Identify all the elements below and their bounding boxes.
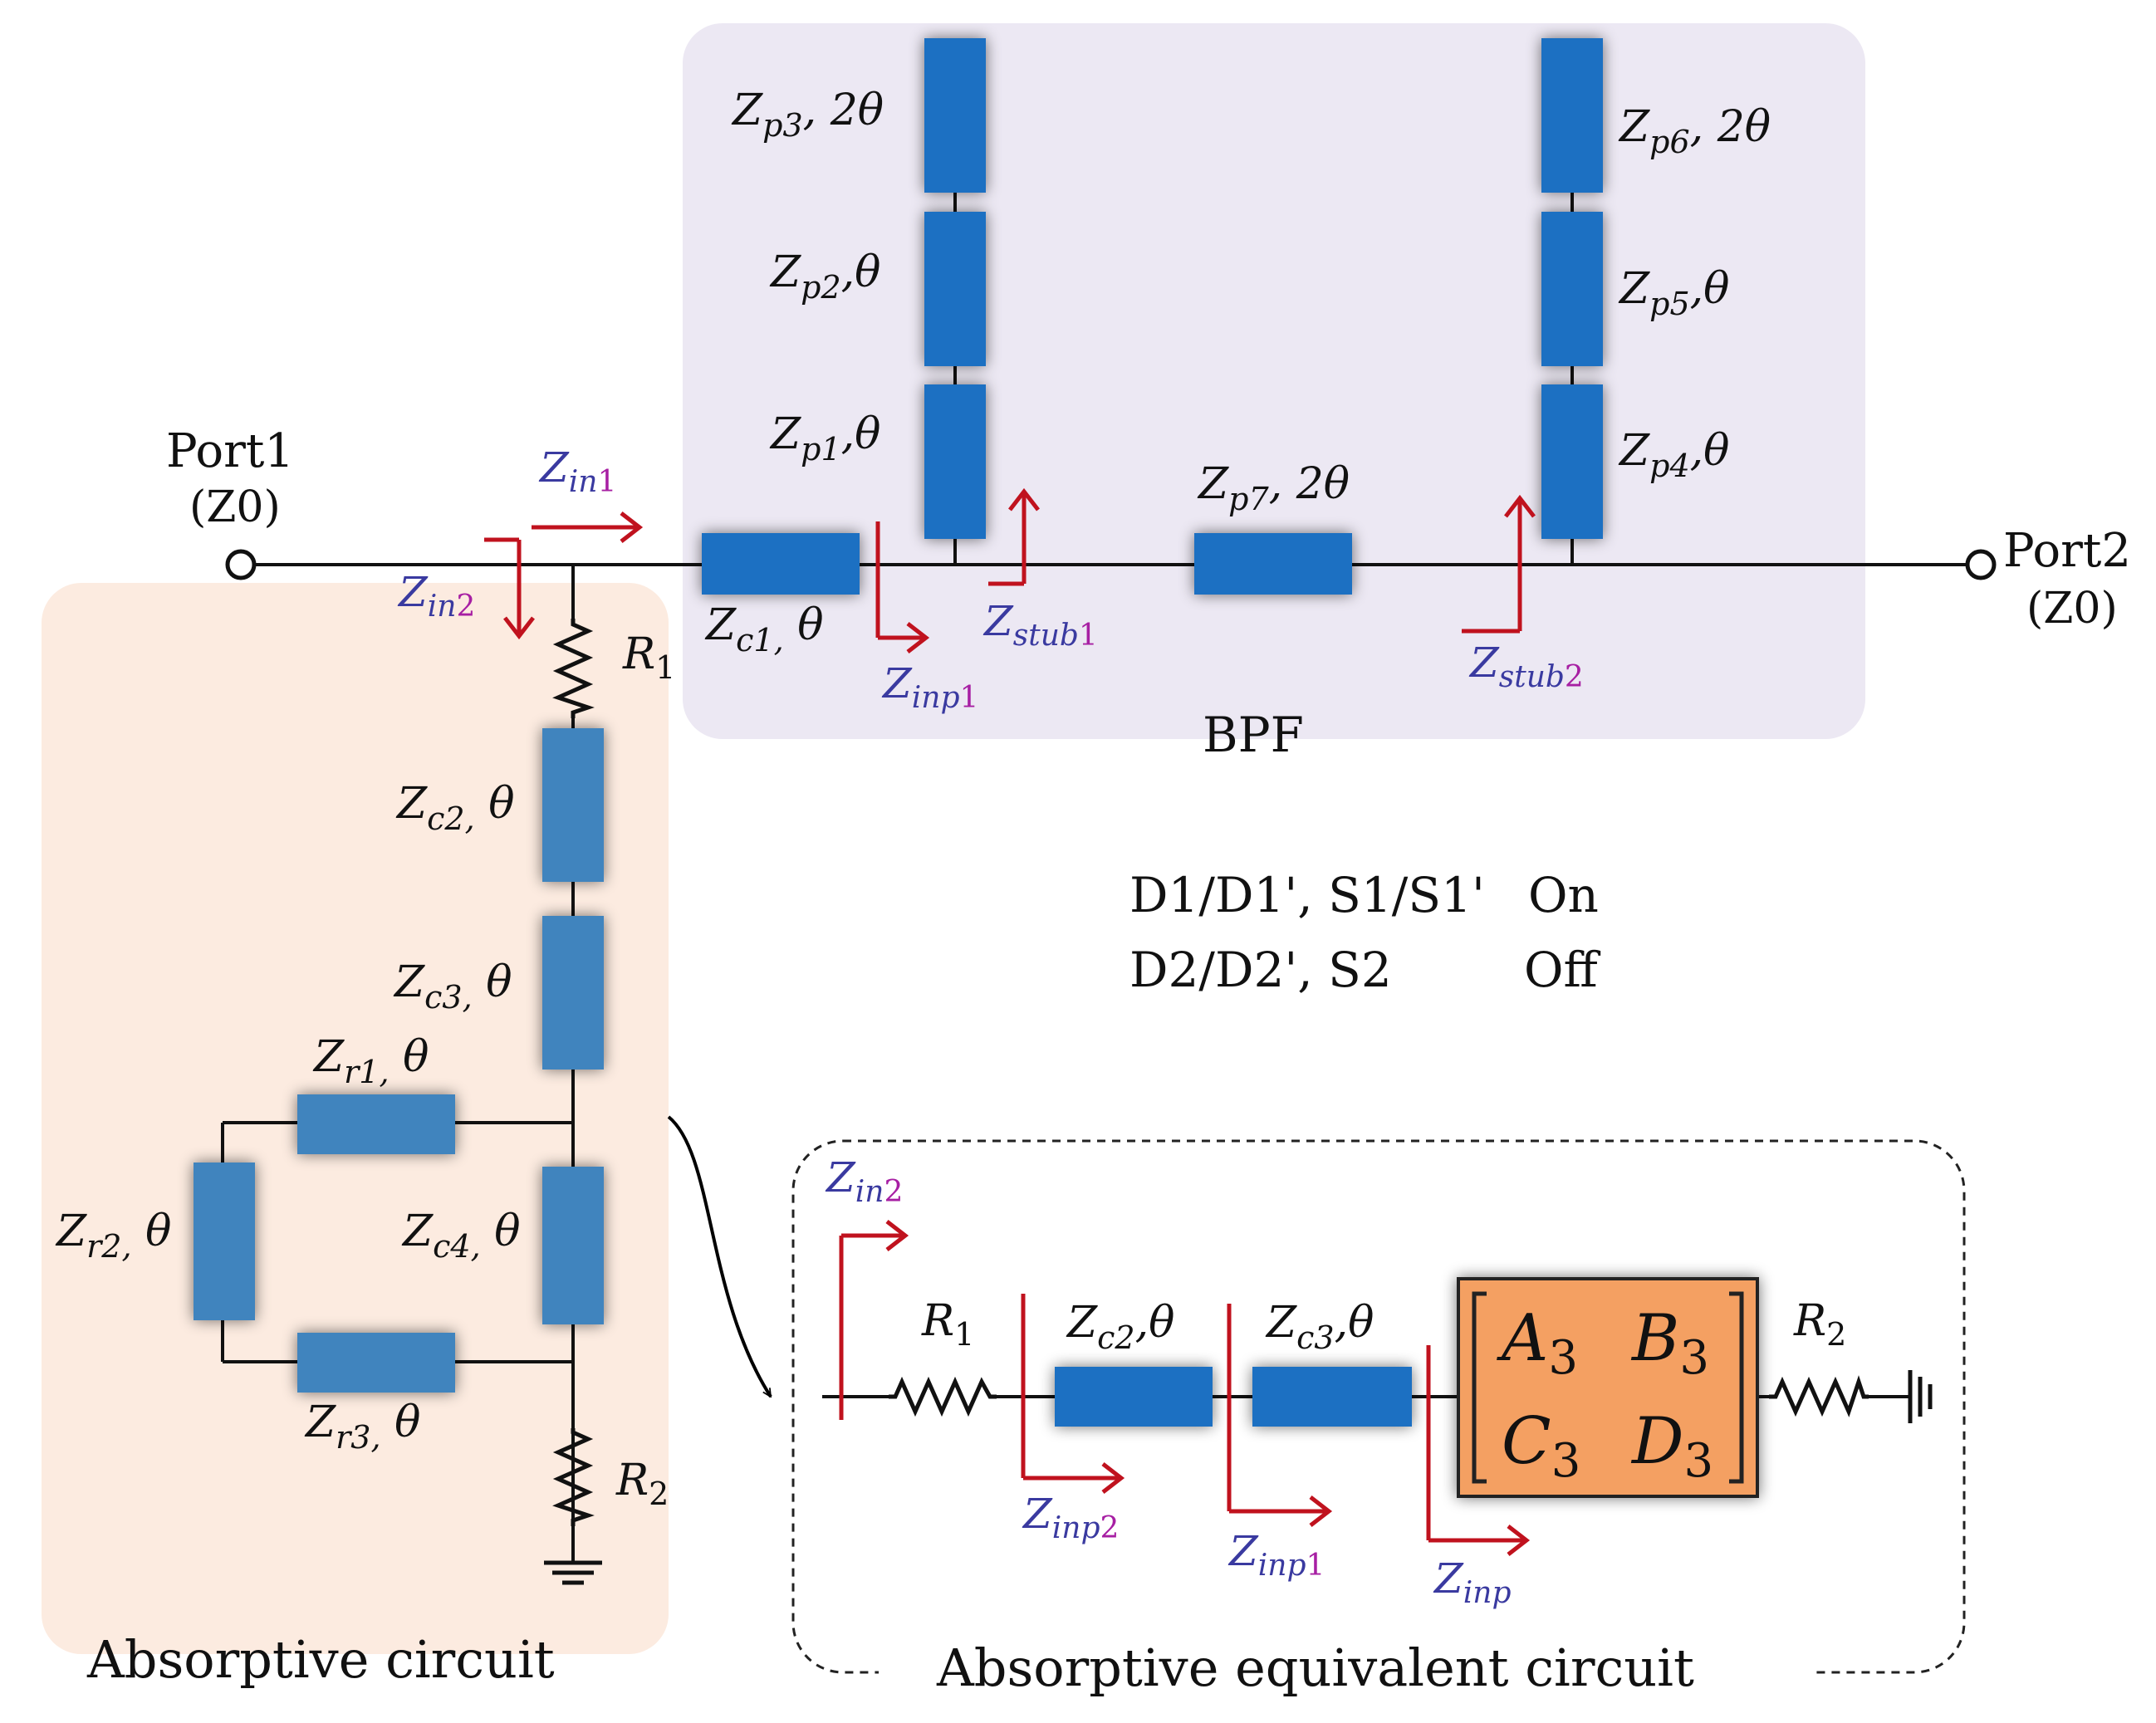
- line-zp7: [1194, 533, 1352, 595]
- label-eq-zc2: Zc2,θ: [1066, 1298, 1174, 1356]
- label-zp2: Zp2,θ: [769, 247, 881, 306]
- zin2-arrow-icon: [484, 537, 535, 640]
- port2-terminal-icon: [1965, 549, 1997, 580]
- line-zp6: [1541, 38, 1603, 193]
- eq-zinp2-arrow-icon: [1021, 1294, 1125, 1494]
- label-zr2: Zr2, θ: [55, 1207, 171, 1265]
- line-zp3: [924, 38, 986, 193]
- eq-ground-icon: [1908, 1370, 1933, 1423]
- equivalent-title: Absorptive equivalent circuit: [936, 1637, 1694, 1698]
- eq-resistor-r2-icon: [1769, 1375, 1869, 1417]
- label-eq-zin2: Zin2: [825, 1153, 903, 1209]
- label-zstub1: Zstub1: [982, 597, 1098, 653]
- bpf-region: [683, 23, 1865, 739]
- label-eq-zinp2: Zinp2: [1022, 1490, 1119, 1545]
- label-eq-r2: R2: [1793, 1296, 1846, 1353]
- resistor-r2-icon: [552, 1428, 595, 1526]
- bpf-title: BPF: [1203, 707, 1304, 763]
- label-zp5: Zp5,θ: [1618, 264, 1730, 322]
- label-zinp1: Zinp1: [881, 659, 978, 715]
- port1-terminal-icon: [225, 549, 257, 580]
- label-eq-zinp: Zinp: [1433, 1554, 1512, 1610]
- line-zp4: [1541, 384, 1603, 539]
- abcd-matrix-box: [1457, 1277, 1759, 1498]
- eq-zin2-arrow-icon: [839, 1220, 909, 1420]
- port1-impedance: (Z0): [189, 482, 281, 532]
- pointer-arrow-icon: [667, 1115, 772, 1397]
- line-zc4: [542, 1167, 604, 1324]
- label-zstub2: Zstub2: [1468, 639, 1584, 694]
- matrix-c3: C3: [1502, 1404, 1580, 1488]
- frame-label-gap: [879, 1642, 1815, 1692]
- state-row2-devices: D2/D2', S2: [1129, 942, 1392, 998]
- label-zr3: Zr3, θ: [304, 1397, 420, 1456]
- zin1-arrow-icon: [532, 512, 644, 543]
- resistor-r1-icon: [552, 619, 595, 718]
- matrix-d3: D3: [1630, 1404, 1713, 1488]
- label-zin1: Zin1: [538, 443, 616, 499]
- line-zc1: [702, 533, 860, 595]
- label-zp4: Zp4,θ: [1618, 426, 1730, 484]
- port2-impedance: (Z0): [2026, 584, 2118, 634]
- label-zp1: Zp1,θ: [769, 409, 881, 467]
- label-eq-r1: R1: [921, 1296, 974, 1353]
- line-zc3: [542, 916, 604, 1070]
- state-row1-value: On: [1528, 867, 1599, 923]
- label-r2: R2: [615, 1456, 669, 1512]
- port2-name: Port2: [2003, 524, 2131, 578]
- matrix-b3: B3: [1630, 1301, 1709, 1385]
- line-zp1: [924, 384, 986, 539]
- line-zr3: [297, 1333, 455, 1393]
- equivalent-circuit-frame: [791, 1139, 1966, 1674]
- label-zp6: Zp6, 2θ: [1618, 102, 1771, 160]
- line-zp5: [1541, 212, 1603, 366]
- label-zc1: Zc1, θ: [704, 600, 824, 658]
- line-zp2: [924, 212, 986, 366]
- label-r1: R1: [622, 629, 675, 686]
- label-zp7: Zp7, 2θ: [1197, 459, 1350, 517]
- label-zr1: Zr1, θ: [312, 1032, 429, 1090]
- line-zr2: [194, 1163, 255, 1320]
- eq-line-zc3: [1252, 1367, 1412, 1427]
- line-zr1: [297, 1094, 455, 1154]
- eq-zinp1-arrow-icon: [1227, 1304, 1333, 1527]
- label-zin2: Zin2: [397, 568, 475, 624]
- label-zp3: Zp3, 2θ: [731, 86, 884, 144]
- label-zc4: Zc4, θ: [401, 1207, 521, 1265]
- eq-resistor-r1-icon: [889, 1376, 997, 1417]
- state-row2-value: Off: [1524, 942, 1601, 998]
- absorptive-title: Absorptive circuit: [86, 1629, 555, 1690]
- label-eq-zinp1: Zinp1: [1227, 1527, 1325, 1583]
- port1-name: Port1: [166, 424, 294, 478]
- zstub1-arrow-icon: [988, 487, 1040, 586]
- label-eq-zc3: Zc3,θ: [1265, 1298, 1374, 1356]
- zstub2-arrow-icon: [1462, 494, 1536, 634]
- eq-zinp-arrow-icon: [1426, 1345, 1531, 1556]
- ground-icon: [544, 1560, 602, 1585]
- label-zc3: Zc3, θ: [393, 957, 512, 1016]
- state-row1-devices: D1/D1', S1/S1': [1129, 867, 1485, 923]
- line-zc2: [542, 728, 604, 882]
- label-zc2: Zc2, θ: [395, 779, 515, 837]
- matrix-brackets: [1472, 1291, 1744, 1484]
- matrix-a3: A3: [1497, 1301, 1578, 1385]
- eq-line-zc2: [1055, 1367, 1213, 1427]
- zinp1-arrow-icon: [875, 521, 930, 653]
